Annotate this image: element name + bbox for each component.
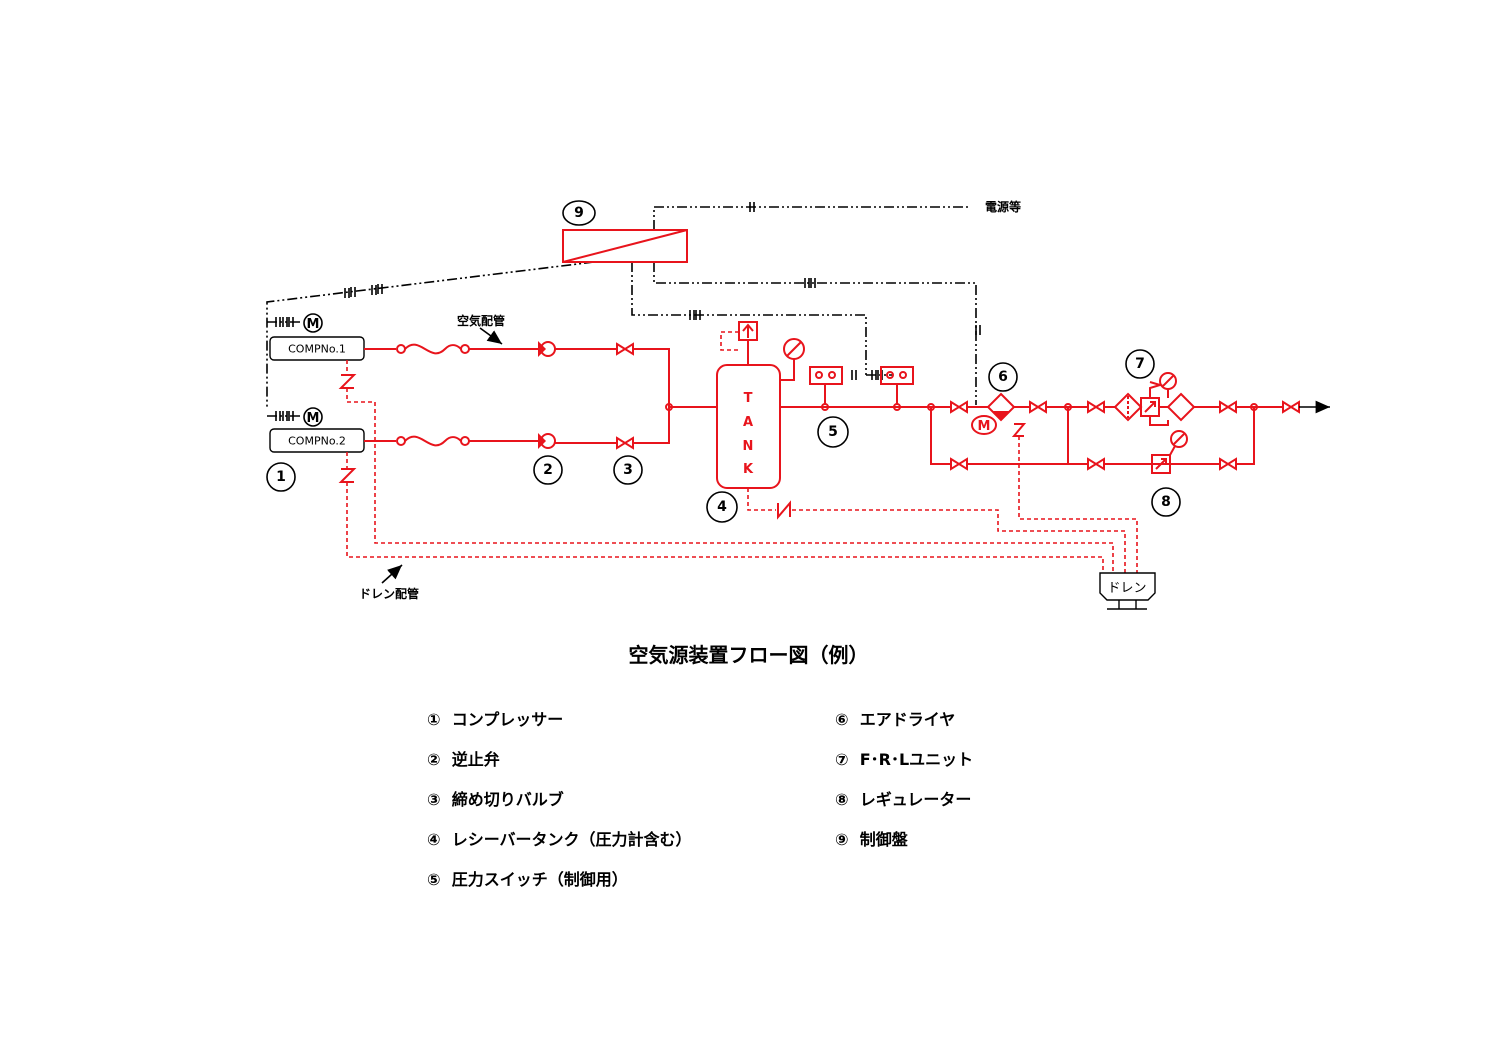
callouts: 1 2 3 4 5 6 7 8 9 [266, 200, 1181, 523]
drain-piping-arrow [381, 564, 403, 584]
callout-7: 7 [1135, 356, 1145, 372]
svg-text:M: M [978, 419, 991, 434]
comp1-label: COMPNo.1 [288, 343, 346, 356]
legend-item-2: ② 逆止弁 [427, 750, 500, 769]
legend-item-4: ④ レシーバータンク（圧力計含む） [427, 830, 692, 849]
tank-letter: K [743, 462, 754, 477]
motor-icon [303, 313, 323, 333]
drain-piping-label: ドレン配管 [359, 586, 419, 601]
compressor-2: COMPNo.2 M [269, 407, 365, 453]
drain-piping: ドレン [338, 360, 1156, 610]
callout-4: 4 [717, 499, 727, 515]
diagram-title: 空気源装置フロー図（例） [628, 643, 869, 667]
legend-item-1: ① コンプレッサー [427, 710, 564, 729]
air-piping-label: 空気配管 [457, 313, 505, 328]
power-label: 電源等 [985, 199, 1021, 214]
legend-item-5: ⑤ 圧力スイッチ（制御用） [427, 870, 628, 889]
legend-item-8: ⑧ レギュレーター [835, 790, 972, 809]
callout-5: 5 [828, 424, 838, 440]
signal-lines [266, 201, 981, 422]
motor-icon [303, 407, 323, 427]
svg-text:M: M [307, 317, 320, 332]
tank-letter: N [743, 439, 754, 454]
drain-label: ドレン [1107, 581, 1146, 596]
legend-item-6: ⑥ エアドライヤ [835, 710, 956, 729]
svg-text:M: M [307, 411, 320, 426]
callout-6: 6 [998, 369, 1008, 385]
callout-3: 3 [623, 462, 633, 478]
callout-1: 1 [276, 469, 286, 485]
callout-9: 9 [574, 205, 584, 221]
air-piping-arrow [479, 327, 503, 345]
comp2-label: COMPNo.2 [288, 435, 346, 448]
callout-8: 8 [1161, 494, 1171, 510]
tank-letter: T [744, 391, 753, 406]
legend-item-3: ③ 締め切りバルブ [427, 790, 564, 809]
air-piping: M [364, 321, 1330, 489]
callout-2: 2 [543, 462, 553, 478]
tank-letter: A [743, 415, 753, 430]
legend-item-7: ⑦ F･R･Lユニット [835, 750, 974, 769]
legend-item-9: ⑨ 制御盤 [835, 830, 908, 849]
control-panel [562, 229, 688, 263]
compressor-1: COMPNo.1 M [269, 313, 365, 361]
